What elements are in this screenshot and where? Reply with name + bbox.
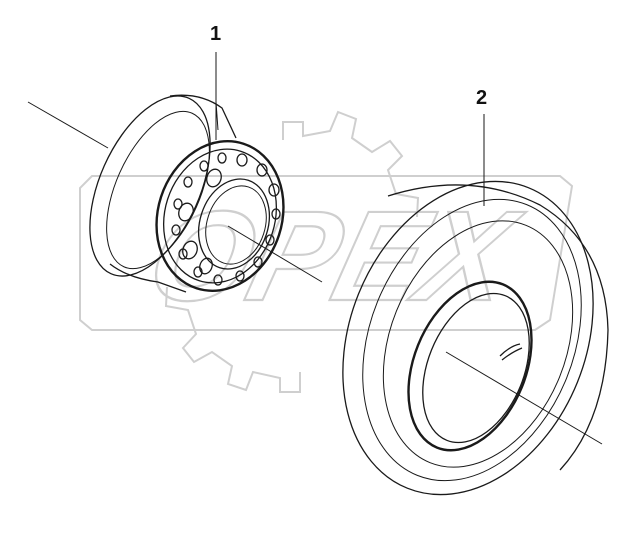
axle-line (27, 101, 603, 445)
rim (89, 94, 285, 293)
watermark-text: OPEX (135, 184, 534, 328)
callout-2-label: 2 (476, 87, 487, 109)
watermark: OPEX (79, 110, 574, 393)
rim-bolt-holes (171, 152, 281, 286)
callout-1-label: 1 (210, 23, 221, 45)
watermark-gear-icon (164, 110, 420, 393)
callout-1: 1 (210, 23, 221, 140)
watermark-swoosh (79, 175, 574, 331)
callout-2: 2 (476, 87, 487, 206)
tire (342, 180, 609, 496)
valve-stem-icon (499, 343, 523, 361)
